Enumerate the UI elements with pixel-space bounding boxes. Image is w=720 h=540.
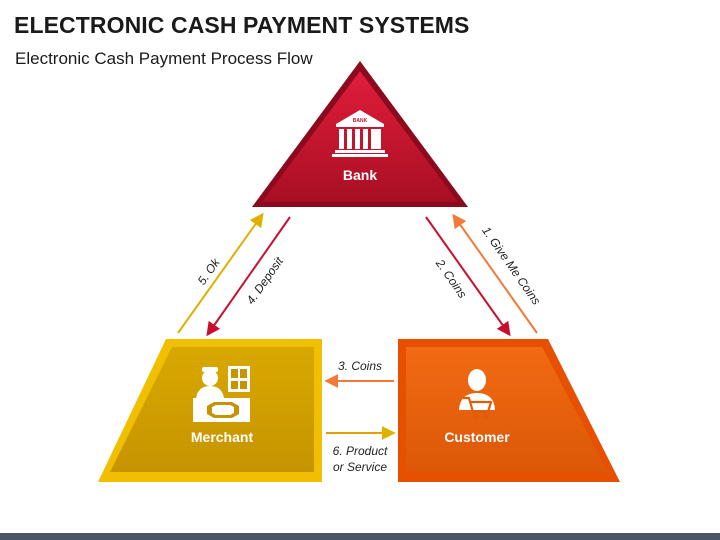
bank-icon [332,110,388,157]
give-me-coins-arrow [452,213,538,334]
bank-label: Bank [343,167,377,183]
ok-label: 5. Ok [195,255,223,287]
customer-icon [459,369,495,419]
product-or-service-label-line-2: or Service [333,460,387,474]
deposit-label: 4. Deposit [243,254,286,307]
coins-bank-to-customer-arrow [425,216,511,337]
bank-icon-label: BANK [353,118,368,124]
footer-bar [0,533,720,540]
merchant-icon [193,366,250,422]
ok-arrow [177,212,264,334]
customer-label: Customer [444,429,510,445]
page-title: ELECTRONIC CASH PAYMENT SYSTEMS [14,12,470,38]
bank-node: BANK Bank [252,61,468,207]
product-or-service-label-line-1: 6. Product [333,444,388,458]
coins-bank-to-customer-label: 2. Coins [432,256,469,301]
merchant-label: Merchant [191,429,254,445]
merchant-node: Merchant [98,339,322,482]
page-subtitle: Electronic Cash Payment Process Flow [15,49,313,68]
deposit-arrow [206,216,291,337]
customer-node: Customer [398,339,620,482]
coins-customer-to-merchant-label: 3. Coins [338,359,382,373]
